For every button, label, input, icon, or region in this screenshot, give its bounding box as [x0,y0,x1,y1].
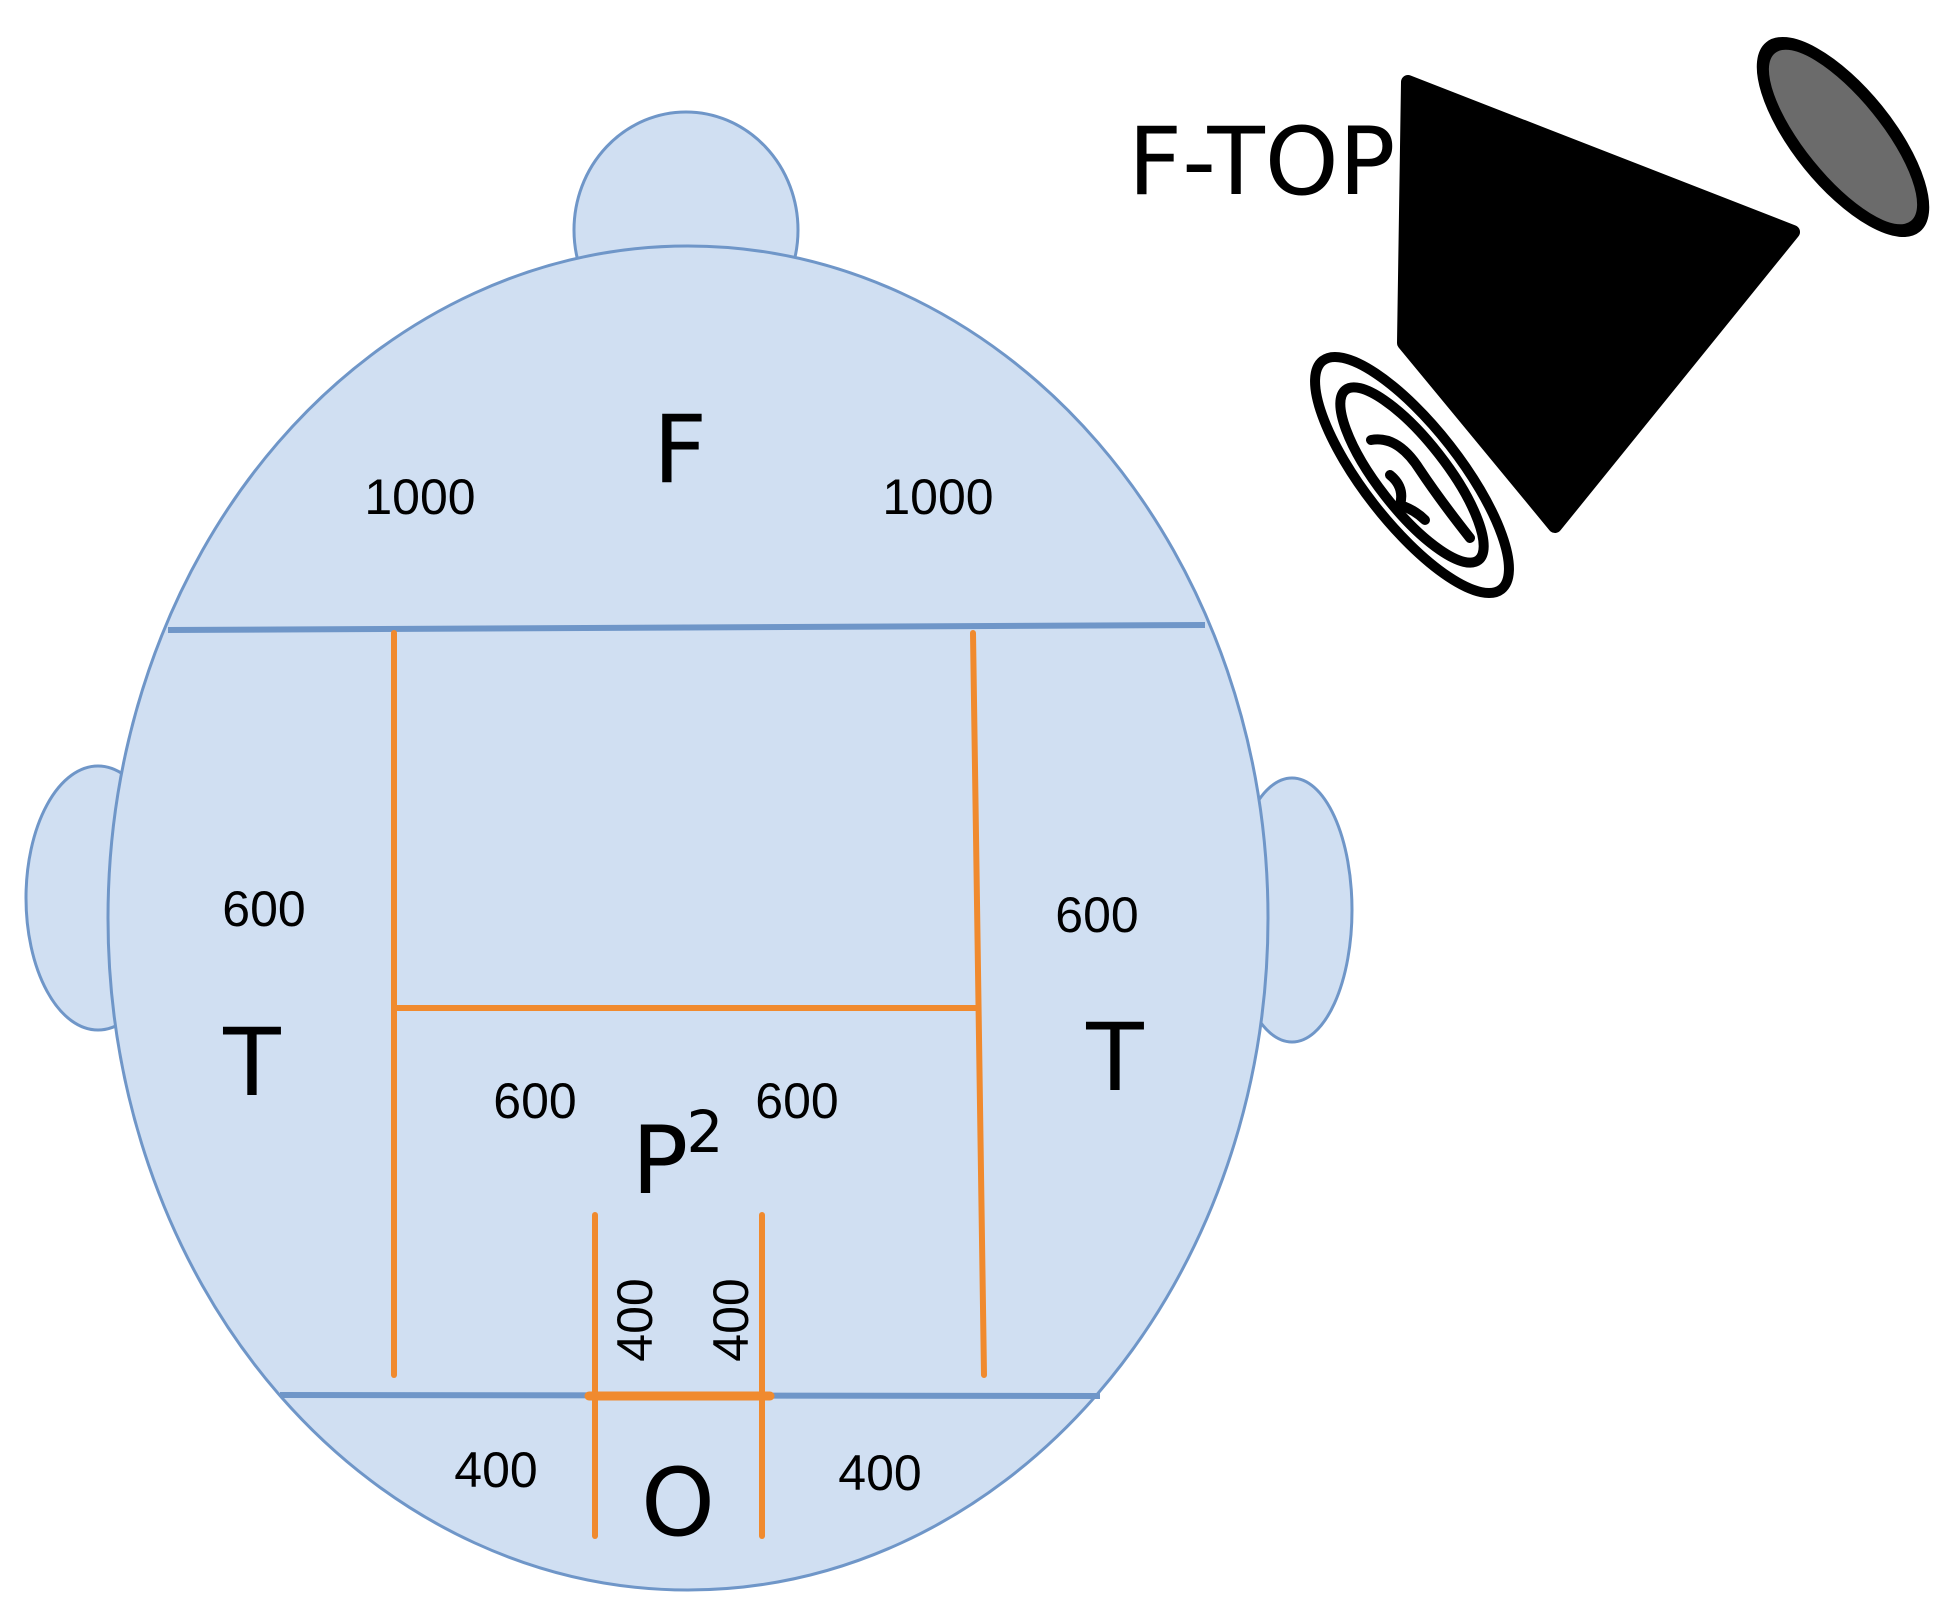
parietal-inner-left-value: 400 [607,1278,663,1361]
parietal-right-value: 600 [755,1073,838,1129]
temporal-right-label: T [1085,1004,1144,1113]
frontal-label: F [653,396,707,505]
temporal-left-value: 600 [222,881,305,937]
wave-rings-icon [1310,351,1514,599]
title-text: F-TOP [1128,108,1395,217]
head-outline [106,244,1270,1592]
right-vertical-cut [970,630,987,1378]
parietal-inner-right-value: 400 [703,1278,759,1361]
parietal-superscript: 2 [687,1098,724,1166]
parietal-left-value: 600 [493,1073,576,1129]
occipital-label: O [641,1449,715,1558]
frontal-left-value: 1000 [364,469,475,525]
frontal-divider-line [167,622,1206,633]
temporal-right-value: 600 [1055,887,1138,943]
occipital-left-value: 400 [454,1442,537,1498]
occipital-right-value: 400 [838,1445,921,1501]
flashlight-icon [1397,36,1930,533]
parietal-label: P [632,1107,689,1216]
cut-lines [391,630,987,1539]
temporal-left-label: T [222,1009,281,1118]
frontal-right-value: 1000 [882,469,993,525]
